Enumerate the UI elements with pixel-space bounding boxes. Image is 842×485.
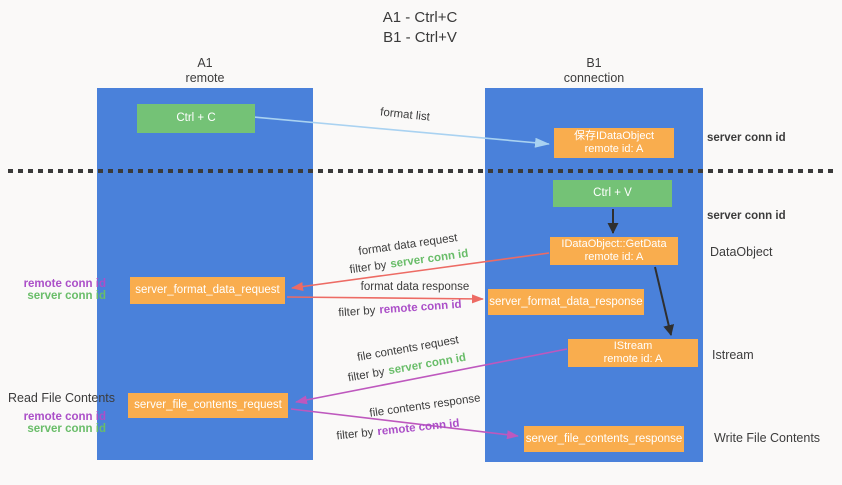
annotation-dataobject: DataObject — [710, 245, 773, 259]
node-file-request-label: server_file_contents_request — [134, 399, 282, 411]
annotation-server-conn-id-top: server conn id — [707, 132, 786, 144]
node-getdata-line1: IDataObject::GetData — [561, 238, 667, 250]
node-save-idataobject-line1: 保存IDataObject — [573, 130, 655, 142]
annotation-remote-conn-id: remote conn id — [23, 278, 106, 290]
node-format-response-label: server_format_data_response — [489, 295, 643, 308]
node-file-response-label: server_file_contents_response — [525, 432, 683, 445]
node-ctrl-v-label: Ctrl + V — [593, 187, 632, 199]
filter-by-text: filter by — [347, 366, 386, 385]
lifeline-b1-header: B1 connection — [534, 56, 654, 86]
node-server-format-data-request: server_format_data_request — [130, 277, 285, 304]
node-idataobject-getdata: IDataObject::GetData remote id: A — [550, 237, 678, 265]
filter-by-text: filter by — [337, 304, 376, 320]
annotation-remote-conn-id: remote conn id — [23, 411, 106, 423]
node-istream-line2: remote id: A — [603, 353, 663, 365]
title-line-1: A1 - Ctrl+C — [382, 9, 458, 26]
node-istream: IStream remote id: A — [568, 339, 698, 367]
node-server-file-contents-request: server_file_contents_request — [128, 393, 288, 418]
lifeline-a1-name: A1 — [197, 56, 213, 70]
node-getdata-line2: remote id: A — [584, 251, 644, 263]
session-divider — [8, 169, 836, 173]
diagram-title: A1 - Ctrl+C B1 - Ctrl+V — [300, 8, 540, 48]
annotation-istream: Istream — [712, 348, 754, 362]
annotation-server-conn-id: server conn id — [27, 290, 106, 302]
lifeline-b1-name: B1 — [586, 56, 602, 70]
node-server-format-data-response: server_format_data_response — [488, 289, 644, 315]
node-server-file-contents-response: server_file_contents_response — [524, 426, 684, 452]
label-format-list: format list — [379, 106, 431, 124]
annotation-conn-ids-lower: remote conn id server conn id — [10, 411, 106, 435]
remote-conn-id-text: remote conn id — [376, 417, 461, 439]
label-format-data-response: format data response — [360, 281, 470, 293]
node-format-request-label: server_format_data_request — [135, 284, 280, 296]
node-ctrl-c: Ctrl + C — [137, 104, 255, 133]
annotation-conn-ids-upper: remote conn id server conn id — [10, 278, 106, 302]
node-ctrl-c-label: Ctrl + C — [176, 112, 216, 124]
node-save-idataobject: 保存IDataObject remote id: A — [554, 128, 674, 158]
annotation-read-file-contents: Read File Contents — [8, 391, 116, 405]
lifeline-a1-header: A1 remote — [145, 56, 265, 86]
annotation-server-conn-id: server conn id — [27, 423, 106, 435]
filter-by-text: filter by — [335, 426, 375, 443]
title-line-2: B1 - Ctrl+V — [383, 29, 457, 46]
lifeline-b1-role: connection — [563, 71, 625, 85]
annotation-write-file-contents: Write File Contents — [714, 431, 821, 445]
filter-by-text: filter by — [348, 259, 388, 277]
node-istream-line1: IStream — [613, 340, 653, 352]
node-save-idataobject-line2: remote id: A — [584, 143, 644, 155]
remote-conn-id-text: remote conn id — [378, 298, 463, 317]
annotation-server-conn-id-mid: server conn id — [707, 210, 786, 222]
node-ctrl-v: Ctrl + V — [553, 180, 672, 207]
lifeline-a1-role: remote — [185, 71, 225, 85]
